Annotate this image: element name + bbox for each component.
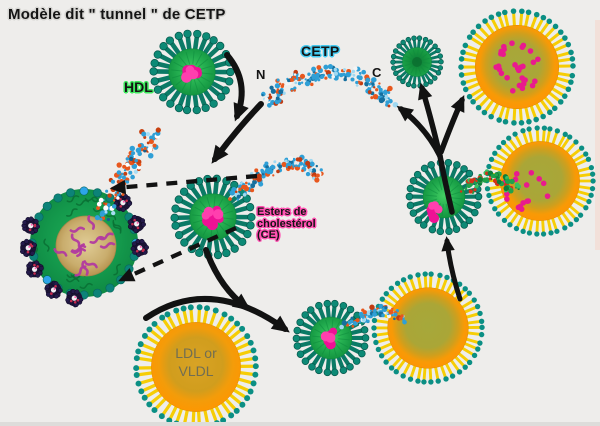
ldl-vldl-label: LDL or VLDL <box>175 345 217 380</box>
cetp-protein-top <box>261 64 399 108</box>
hdl-label: HDL <box>124 79 153 95</box>
tunnel-complex <box>405 125 596 237</box>
ternary-complex <box>292 271 485 385</box>
em-structure-model <box>20 127 161 308</box>
dashed-arrows <box>109 173 258 282</box>
cholesterol-esters-label: Esters de cholestérol (CE) <box>257 206 316 241</box>
small-hdl-particle <box>390 35 444 89</box>
cetp-label: CETP <box>301 43 340 59</box>
cycle-arrows <box>143 52 465 333</box>
edge-strip <box>595 20 600 250</box>
ce-rich-ldl-particle <box>458 8 576 126</box>
ldl-vldl-particle <box>133 304 259 422</box>
hdl-particle-top <box>149 29 235 115</box>
diagram-title: Modèle dit " tunnel " de CETP <box>8 6 226 23</box>
cetp-n-terminal-label: N <box>256 67 266 82</box>
cetp-c-terminal-label: C <box>372 65 382 80</box>
